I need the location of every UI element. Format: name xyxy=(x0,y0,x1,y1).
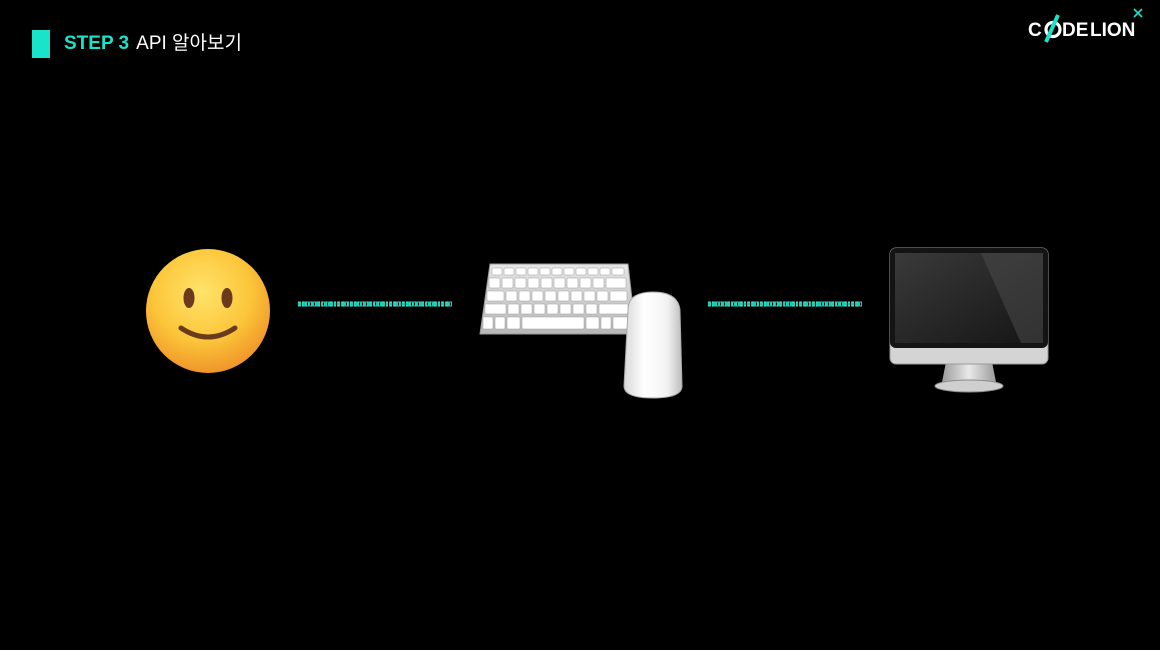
step-label: STEP 3 xyxy=(64,33,130,54)
keyboard-icon xyxy=(479,263,637,335)
title-text: API 알아보기 xyxy=(136,33,242,54)
code-lion-logo: C DE LION xyxy=(1028,8,1143,43)
connector-line-2 xyxy=(708,301,862,307)
desktop-computer-icon xyxy=(889,247,1049,393)
page-title: STEP 3 API 알아보기 xyxy=(64,32,242,56)
logo-x-mark xyxy=(1133,8,1143,18)
logo-text-lion: LION xyxy=(1090,20,1135,41)
accent-bar xyxy=(32,30,50,58)
logo-slash xyxy=(1044,14,1060,43)
logo-text-de: DE xyxy=(1062,20,1088,41)
connector-line-1 xyxy=(298,301,452,307)
logo-text-c: C xyxy=(1028,20,1042,41)
smiley-face-icon xyxy=(146,249,270,373)
mouse-icon xyxy=(623,291,683,399)
